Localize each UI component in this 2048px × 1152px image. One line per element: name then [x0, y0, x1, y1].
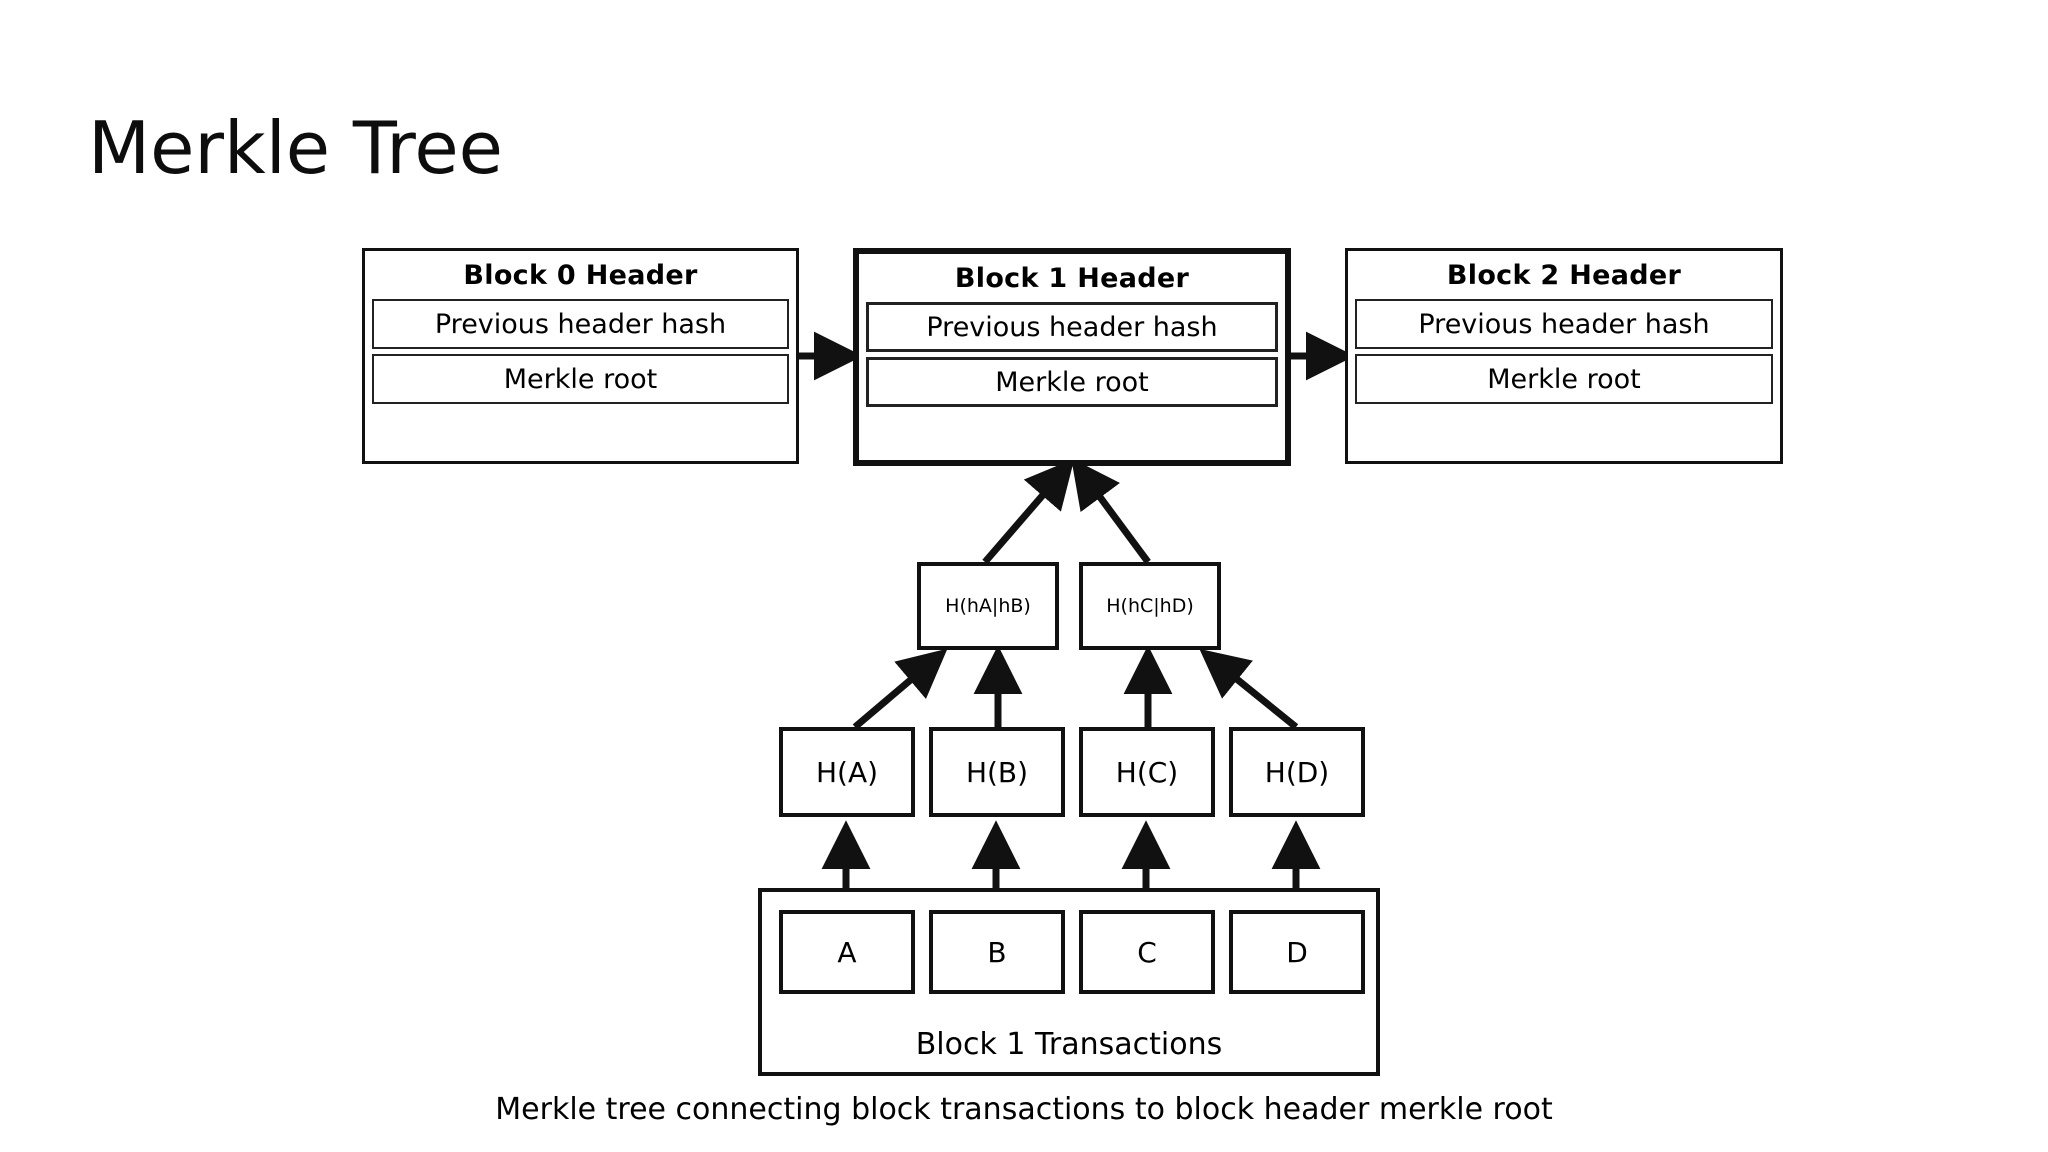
- block-header-0[interactable]: Block 0 Header Previous header hash Merk…: [362, 248, 799, 464]
- arrow-hA-to-hAhB: [852, 648, 948, 730]
- block-2-title: Block 2 Header: [1446, 259, 1682, 291]
- leaf-hash-c-label: H(C): [1115, 755, 1179, 789]
- leaf-hash-a-label: H(A): [815, 755, 879, 789]
- block-2-merkle-root[interactable]: Merkle root: [1355, 354, 1773, 404]
- transaction-c[interactable]: C: [1079, 910, 1215, 994]
- page-title: Merkle Tree: [88, 106, 503, 190]
- block-header-2[interactable]: Block 2 Header Previous header hash Merk…: [1345, 248, 1783, 464]
- tree-node-hab-label: H(hA|hB): [945, 595, 1031, 617]
- leaf-hash-d-label: H(D): [1264, 755, 1330, 789]
- tree-node-hcd-label: H(hC|hD): [1106, 595, 1194, 617]
- leaf-hash-b[interactable]: H(B): [929, 727, 1065, 817]
- block-0-title: Block 0 Header: [463, 259, 698, 291]
- tree-node-hab[interactable]: H(hA|hB): [917, 562, 1059, 650]
- block-header-1[interactable]: Block 1 Header Previous header hash Merk…: [853, 248, 1291, 466]
- transaction-d[interactable]: D: [1229, 910, 1365, 994]
- transactions-container-label: Block 1 Transactions: [915, 1027, 1223, 1062]
- arrow-hChD-to-merkle-root: [1071, 458, 1151, 565]
- figure-caption: Merkle tree connecting block transaction…: [495, 1092, 1553, 1127]
- transaction-b-label: B: [987, 935, 1007, 969]
- transaction-a[interactable]: A: [779, 910, 915, 994]
- transaction-a-label: A: [837, 935, 857, 969]
- block-1-title: Block 1 Header: [954, 262, 1190, 294]
- leaf-hash-a[interactable]: H(A): [779, 727, 915, 817]
- tree-node-hcd[interactable]: H(hC|hD): [1079, 562, 1221, 650]
- transaction-d-label: D: [1286, 935, 1308, 969]
- block-0-previous-header-hash[interactable]: Previous header hash: [372, 299, 789, 349]
- arrow-hD-to-hChD: [1199, 648, 1299, 730]
- transaction-b[interactable]: B: [929, 910, 1065, 994]
- leaf-hash-b-label: H(B): [965, 755, 1029, 789]
- block-1-merkle-root[interactable]: Merkle root: [866, 357, 1278, 407]
- leaf-hash-c[interactable]: H(C): [1079, 727, 1215, 817]
- transaction-c-label: C: [1137, 935, 1157, 969]
- block-1-previous-header-hash[interactable]: Previous header hash: [866, 302, 1278, 352]
- block-0-merkle-root[interactable]: Merkle root: [372, 354, 789, 404]
- block-2-previous-header-hash[interactable]: Previous header hash: [1355, 299, 1773, 349]
- leaf-hash-d[interactable]: H(D): [1229, 727, 1365, 817]
- arrow-hAhB-to-merkle-root: [982, 458, 1075, 565]
